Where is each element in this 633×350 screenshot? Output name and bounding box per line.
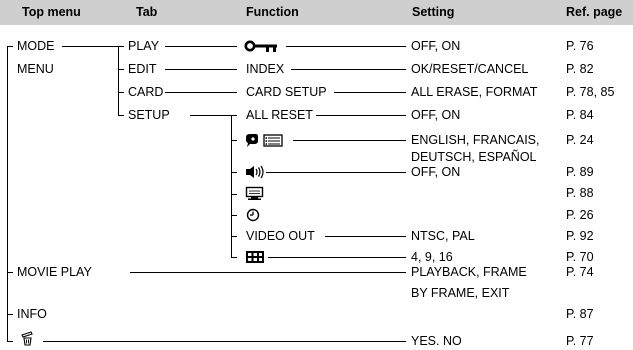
key-protect-icon [244,40,277,52]
tree-branch-info [7,314,13,315]
tree-branch-trash [7,341,13,342]
setting-movie-play-1: PLAYBACK, FRAME [411,265,527,279]
tree-branch-grid [231,257,237,258]
function-card-setup: CARD SETUP [246,85,327,99]
tree-branch-videoout [231,236,237,237]
connector-allreset-setting [316,115,406,116]
tree-branch-language [231,140,237,141]
ref-page-all-reset: P. 84 [566,108,594,122]
function-all-reset: ALL RESET [246,108,313,122]
setting-language-2: DEUTSCH, ESPAÑOL [411,150,537,164]
header-setting: Setting [412,5,455,19]
connector-protect-setting [286,46,406,47]
speaker-icon [246,165,264,179]
ref-page-video-out: P. 92 [566,229,594,243]
header-top-menu: Top menu [22,5,81,19]
tree-branch-beep [231,172,237,173]
setting-movie-play-2: BY FRAME, EXIT [411,286,510,300]
connector-setup [190,115,231,116]
connector-language-setting [293,140,406,141]
index-grid-icon [246,251,264,263]
ref-page-movie-play: P. 74 [566,265,594,279]
tree-branch-setup [118,115,124,116]
tab-setup: SETUP [128,108,170,122]
connector-mode-play [62,46,118,47]
tree-line-setup [231,115,232,257]
connector-grid-setting [268,257,406,258]
tree-line-root [7,46,8,341]
table-header: Top menu Tab Function Setting Ref. page [0,0,633,25]
setting-beep: OFF, ON [411,165,461,179]
setting-index: OK/RESET/CANCEL [411,62,529,76]
tab-edit: EDIT [128,62,157,76]
setting-all-reset: OFF, ON [411,108,461,122]
tree-branch-movie [7,272,13,273]
ref-page-card-setup: P. 78, 85 [566,85,615,99]
connector-card [165,92,237,93]
tree-branch-card [118,92,124,93]
function-video-out: VIDEO OUT [246,229,315,243]
tree-line-tabs [118,46,119,115]
tree-branch-allreset [231,115,237,116]
top-menu-movie-play: MOVIE PLAY [17,265,92,279]
tree-branch-mode [7,46,13,47]
ref-page-clock: P. 26 [566,208,594,222]
setting-play: OFF, ON [411,39,461,53]
trash-icon [21,331,33,346]
tab-card: CARD [128,85,164,99]
tree-branch-edit [118,69,124,70]
ref-page-language: P. 24 [566,133,594,147]
ref-page-play: P. 76 [566,39,594,53]
tree-branch-monitor [231,194,237,195]
setting-language-1: ENGLISH, FRANCAIS, [411,133,540,147]
ref-page-trash: P. 77 [566,334,594,348]
language-icon [246,134,283,147]
connector-videoout-setting [325,236,406,237]
header-function: Function [246,5,299,19]
connector-beep-setting [266,172,406,173]
clock-icon [246,208,260,222]
top-menu-menu: MENU [17,62,54,76]
setting-video-out: NTSC, PAL [411,229,475,243]
ref-page-beep: P. 89 [566,165,594,179]
connector-index-setting [291,69,406,70]
ref-page-grid: P. 70 [566,250,594,264]
connector-movieplay-setting [130,272,406,273]
ref-page-monitor: P. 88 [566,186,594,200]
setting-grid: 4, 9, 16 [411,250,453,264]
tree-branch-play [118,46,124,47]
setting-card-setup: ALL ERASE, FORMAT [411,85,538,99]
ref-page-info: P. 87 [566,307,594,321]
tree-branch-clock [231,215,237,216]
ref-page-index: P. 82 [566,62,594,76]
header-tab: Tab [136,5,158,19]
setting-trash: YES. NO [411,334,462,348]
top-menu-info: INFO [17,307,47,321]
connector-edit [165,69,237,70]
connector-trash-setting [43,341,406,342]
connector-cardsetup-setting [334,92,406,93]
monitor-icon [245,186,264,200]
tab-play: PLAY [128,39,160,53]
function-index: INDEX [246,62,285,76]
top-menu-mode: MODE [17,39,55,53]
header-ref-page: Ref. page [566,5,623,19]
connector-play [165,46,237,47]
